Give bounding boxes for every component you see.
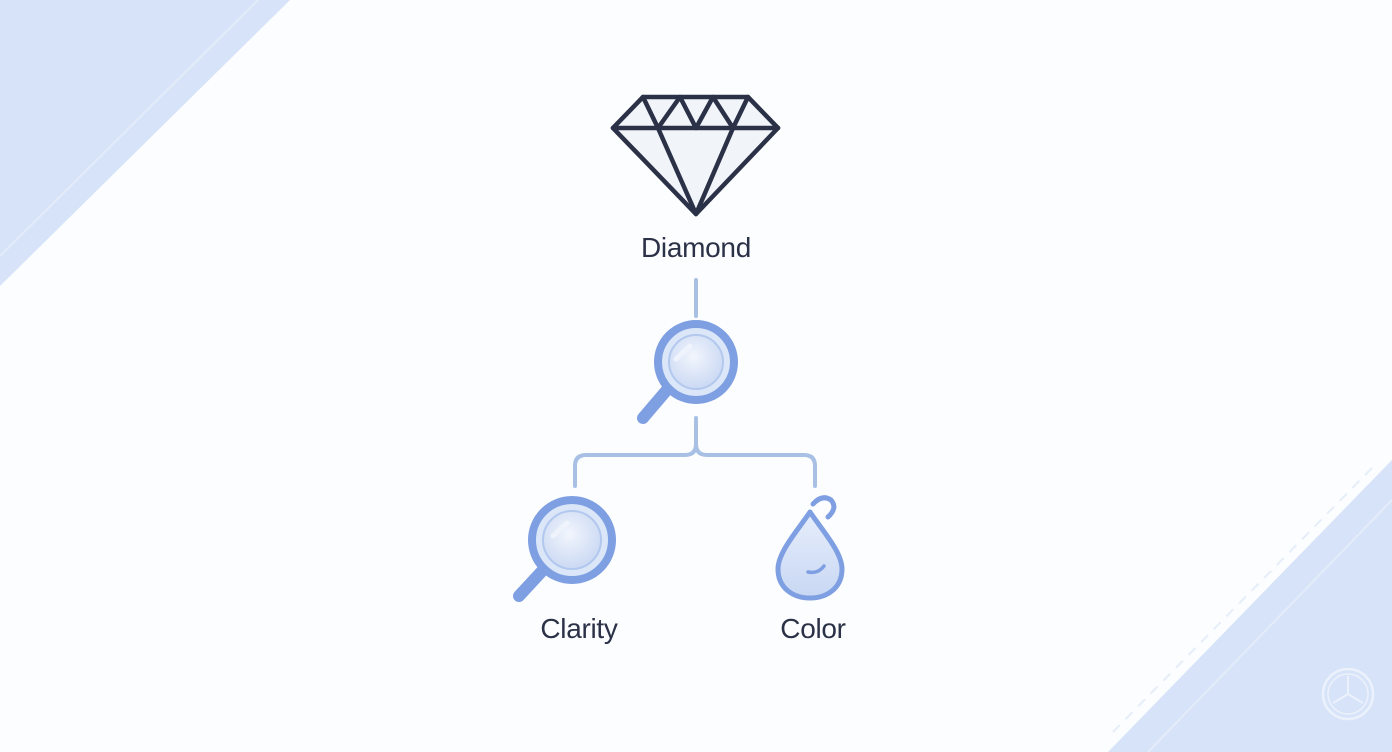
child-node-label-clarity: Clarity bbox=[540, 613, 618, 644]
connector-hub-branch-right bbox=[694, 442, 817, 488]
corner-accent-bottom-right bbox=[1108, 460, 1392, 752]
magnifier-icon bbox=[637, 320, 738, 424]
corner-accent-line-top-left bbox=[0, 0, 259, 257]
corner-dash-line bbox=[1109, 467, 1373, 736]
connector-lines bbox=[573, 278, 817, 488]
diamond-icon bbox=[610, 94, 781, 217]
connector-hub-branch bbox=[573, 416, 698, 488]
root-node-label: Diamond bbox=[641, 232, 751, 263]
corner-accent-line-bottom-right bbox=[1147, 499, 1392, 752]
watermark-logo bbox=[1321, 667, 1375, 721]
corner-accent-top-left bbox=[0, 0, 290, 286]
clarity-magnifier-icon bbox=[513, 496, 616, 602]
water-drop-icon bbox=[775, 495, 845, 601]
child-node-label-color: Color bbox=[780, 613, 846, 644]
